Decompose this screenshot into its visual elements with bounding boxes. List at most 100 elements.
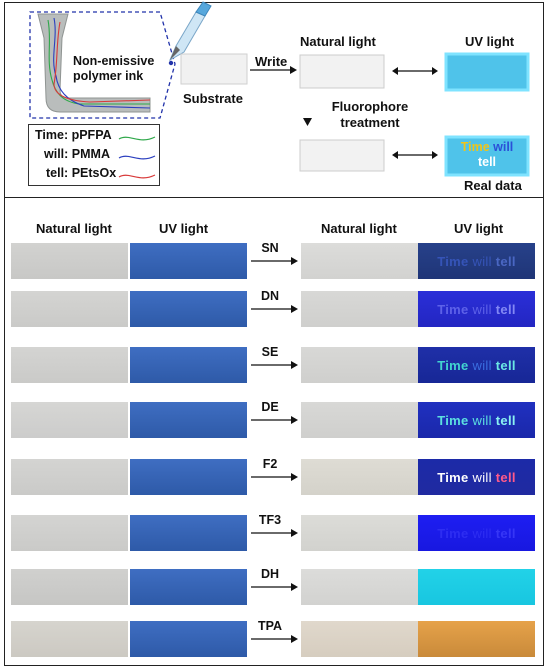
sample-word-word3: tell [495,253,516,269]
panel-divider [4,197,544,198]
double-arrow-2-right [432,151,438,159]
sample-before-natural [11,515,128,551]
treatment-arrow [303,118,312,126]
sample-before-natural [11,402,128,438]
natural-light-substrate [299,54,385,89]
header-natural-light-after: Natural light [321,221,397,236]
sample-before-uv [130,459,247,495]
sample-after-natural [301,569,418,605]
sample-before-natural [11,621,128,657]
pen-cap [195,1,212,17]
top-uv-light-label: UV light [465,34,515,49]
legend-line-green [118,136,156,141]
header-natural-light-before: Natural light [36,221,112,236]
legend-swatches [118,136,156,179]
double-arrow-2-left [392,151,398,159]
sample-before-uv [130,243,247,279]
sample-word-word3: tell [495,525,516,541]
schematic-svg [29,1,530,177]
sample-before-natural [11,459,128,495]
sample-word-word2: will [472,412,492,428]
real-data-label: Real data [464,178,522,193]
sample-word-word2: will [472,525,492,541]
double-arrow-1-left [392,67,398,75]
sample-after-natural [301,291,418,327]
sample-after-uv [418,621,535,657]
row-label: SE [261,345,279,359]
sample-after-natural [301,347,418,383]
header-uv-light-after: UV light [454,221,504,236]
row-label: DH [260,567,280,581]
sample-word-word1: Time [437,469,469,485]
sample-after-natural [301,402,418,438]
legend-time: Time: pPFPA [35,128,112,142]
reveal-word-time: Time [460,140,490,154]
sample-word-word3: tell [495,412,516,428]
pen-tip [170,46,180,60]
sample-word-word3: tell [495,357,516,373]
write-arrowhead [290,66,297,74]
legend-will: will: PMMA [44,147,110,161]
fluorophore-label: Fluorophore treatment [331,99,409,130]
row-label: F2 [262,457,278,471]
strand-red [53,21,151,103]
write-label: Write [255,54,288,69]
sample-after-natural [301,459,418,495]
row-label: TF3 [258,513,282,527]
sample-word-word1: Time [437,412,469,428]
strand-blue [53,17,151,109]
sample-word-word2: will [472,357,492,373]
nozzle-body [37,13,151,113]
sample-word-word1: Time [437,301,469,317]
sample-word-word1: Time [437,357,469,373]
sample-before-uv [130,621,247,657]
sample-before-natural [11,243,128,279]
treated-natural-substrate [299,139,385,172]
top-natural-light-label: Natural light [300,34,376,49]
sample-before-uv [130,402,247,438]
ink-legend: Time: pPFPA will: PMMA tell: PEtsOx [28,124,160,186]
row-label: DE [261,400,279,414]
reveal-word-will: will [493,140,514,154]
sample-after-uv [418,569,535,605]
sample-before-uv [130,515,247,551]
header-uv-light-before: UV light [159,221,209,236]
legend-line-blue [118,155,156,160]
sample-before-natural [11,291,128,327]
substrate-label: Substrate [183,91,243,106]
row-label: DN [260,289,280,303]
sample-before-natural [11,569,128,605]
sample-after-natural [301,515,418,551]
reveal-word-tell: tell [477,155,497,169]
sample-before-uv [130,569,247,605]
nozzle-label: Non-emissive polymer ink [73,54,155,83]
sample-word-word2: will [472,469,492,485]
sample-word-word1: Time [437,525,469,541]
sample-before-uv [130,291,247,327]
double-arrow-1-right [432,67,438,75]
strand-green [47,19,150,105]
legend-tell: tell: PEtsOx [46,166,117,180]
sample-word-word3: tell [495,469,516,485]
figure-frame [4,2,544,666]
sample-word-word1: Time [437,253,469,269]
zoom-outline [29,11,176,119]
sample-before-uv [130,347,247,383]
write-point [168,60,174,66]
sample-after-natural [301,621,418,657]
sample-word-word3: tell [495,301,516,317]
legend-line-red [118,174,156,179]
reveal-text: Time will tell [449,140,525,172]
